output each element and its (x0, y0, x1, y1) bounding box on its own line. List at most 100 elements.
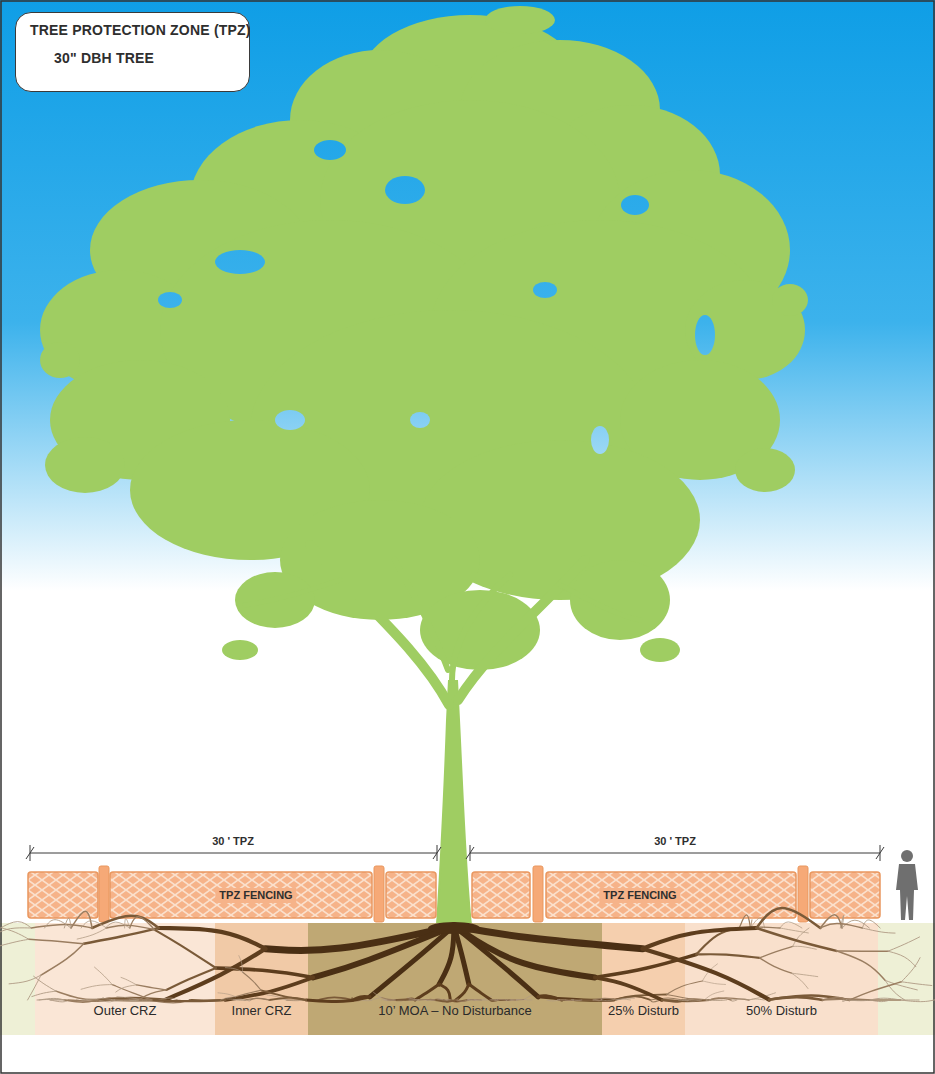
root-stroke (39, 998, 64, 1000)
root-stroke (820, 924, 862, 928)
root-stroke (37, 999, 68, 1001)
root-stroke (138, 990, 166, 1000)
zone-label: 50% Disturb (743, 1003, 820, 1019)
root-stroke (105, 922, 129, 928)
root-stroke (524, 999, 532, 1001)
root-stroke (137, 985, 167, 990)
root-stroke (562, 999, 593, 1001)
root-stroke (686, 1000, 702, 1001)
root-stroke (506, 1000, 513, 1001)
root-stroke (846, 1000, 871, 1002)
root-stroke (643, 949, 769, 1000)
root-stroke (572, 999, 574, 1000)
root-stroke (793, 946, 817, 949)
root-stroke (696, 954, 759, 958)
zone-label: 25% Disturb (605, 1003, 682, 1019)
root-stroke (870, 1000, 890, 1002)
fence-label: TPZ FENCING (599, 888, 680, 903)
root-stroke (901, 982, 931, 986)
root-stroke (456, 984, 469, 1000)
root-stroke (245, 998, 270, 1000)
root-stroke (490, 999, 495, 1000)
root-stroke (595, 954, 696, 977)
root-stroke (77, 928, 106, 939)
root-stroke (243, 972, 261, 990)
root-stroke (678, 1000, 686, 1001)
root-stroke (706, 1000, 726, 1001)
root-stroke (662, 1000, 710, 1001)
root-stroke (731, 1000, 737, 1001)
root-stroke (239, 956, 243, 972)
tpz-fence (28, 866, 880, 926)
root-stroke (381, 997, 395, 1000)
root-stroke (760, 946, 793, 957)
root-stroke (601, 999, 603, 1001)
dimension-label: 30 ' TPZ (654, 835, 696, 848)
root-stroke (706, 1000, 711, 1001)
tree-trunk (245, 545, 640, 926)
root-stroke (601, 1000, 613, 1002)
ground (0, 923, 935, 1035)
root-stroke (862, 928, 895, 933)
root-stroke (667, 981, 703, 995)
root-stroke (617, 999, 631, 1001)
root-stroke (225, 968, 242, 972)
root-stroke (415, 984, 439, 1000)
root-stroke (81, 921, 106, 928)
root-stroke (95, 967, 113, 984)
title-text: TREE PROTECTION ZONE (TPZ) (30, 22, 235, 40)
root-stroke (595, 977, 662, 1000)
root-stroke (843, 1000, 847, 1001)
root-stroke (454, 926, 643, 949)
person-silhouette (896, 850, 918, 920)
root-stroke (901, 958, 920, 982)
root-stroke (216, 968, 313, 977)
root-stroke (792, 973, 808, 988)
page-bottom (0, 1035, 935, 1074)
root-stroke (435, 1000, 456, 1002)
root-stroke (0, 939, 29, 946)
root-stroke (152, 1000, 225, 1001)
root-stroke (749, 999, 764, 1000)
root-flare (428, 922, 480, 934)
root-stroke (888, 951, 916, 967)
root-stroke (116, 985, 137, 992)
canopy-gaps (158, 140, 715, 454)
fence-label: TPZ FENCING (215, 888, 296, 903)
root-stroke (41, 944, 84, 975)
root-stroke (469, 984, 491, 1000)
root-stroke (506, 1000, 507, 1001)
root-stroke (372, 997, 382, 1000)
root-stroke (165, 949, 265, 1000)
root-stroke (498, 999, 506, 1001)
root-stroke (159, 928, 266, 949)
zone-label: Outer CRZ (91, 1003, 160, 1019)
root-stroke (482, 1000, 489, 1001)
root-stroke (0, 928, 31, 934)
root-stroke (840, 915, 843, 928)
root-stroke (9, 975, 41, 984)
root-stroke (731, 999, 749, 1000)
root-stroke (235, 990, 261, 996)
root-stroke (0, 922, 31, 928)
root-stroke (64, 918, 71, 928)
root-stroke (408, 998, 419, 1000)
root-stroke (547, 1000, 558, 1002)
title-box: TREE PROTECTION ZONE (TPZ)30" DBH TREE (15, 12, 250, 92)
root-stroke (92, 916, 159, 928)
root-stroke (756, 908, 820, 928)
root-stroke (900, 998, 935, 1001)
root-stroke (524, 995, 533, 1000)
root-stroke (125, 919, 130, 928)
root-stroke (306, 997, 370, 1002)
root-stroke (850, 982, 902, 1000)
root-stroke (218, 993, 235, 997)
root-stroke (29, 939, 84, 943)
root-stroke (221, 997, 236, 1000)
tree-canopy (40, 6, 808, 670)
root-stroke (643, 928, 757, 949)
